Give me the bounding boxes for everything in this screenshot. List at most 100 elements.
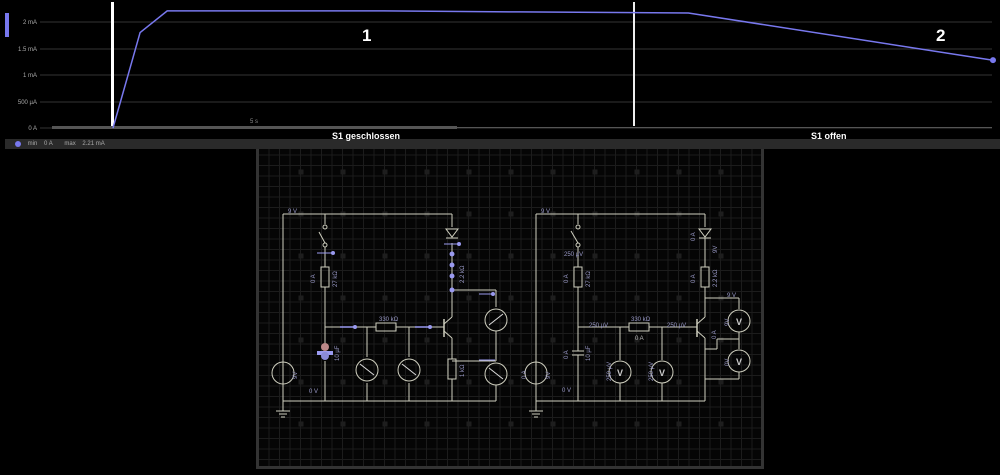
right-vm2-value: 250 µV bbox=[649, 362, 655, 381]
board-anchor-dot bbox=[424, 169, 430, 175]
right-rled-current: 0 A bbox=[691, 274, 697, 283]
battery-right bbox=[524, 361, 548, 385]
board-anchor-dot bbox=[718, 421, 724, 427]
board-anchor-dot bbox=[592, 337, 598, 343]
y-tick-label: 0 A bbox=[28, 126, 37, 132]
board-anchor-dot bbox=[550, 421, 556, 427]
phase-marker-2: 2 bbox=[936, 26, 946, 45]
left-ground-label: 0 V bbox=[309, 389, 318, 395]
board-anchor-dot bbox=[466, 169, 472, 175]
board-anchor-dot bbox=[340, 253, 346, 259]
board-anchor-dot bbox=[340, 169, 346, 175]
board-anchor-dot bbox=[676, 253, 682, 259]
board-anchor-dot bbox=[382, 379, 388, 385]
board-anchor-dot bbox=[634, 295, 640, 301]
circuit-left bbox=[271, 213, 508, 418]
right-r1-value: 27 kΩ bbox=[586, 271, 592, 287]
phase-label-closed: S1 geschlossen bbox=[332, 131, 401, 141]
y-tick-label: 1.5 mA bbox=[18, 47, 37, 53]
right-rbase-value: 330 kΩ bbox=[631, 317, 651, 323]
board-anchor-dot bbox=[382, 169, 388, 175]
board-anchor-dot bbox=[508, 295, 514, 301]
board-anchor-dot bbox=[424, 379, 430, 385]
battery-left bbox=[271, 361, 295, 385]
board-anchor-dot bbox=[340, 421, 346, 427]
board-anchor-dot bbox=[718, 337, 724, 343]
board-anchor-dot bbox=[382, 253, 388, 259]
right-rbase-left-node: 250 µV bbox=[589, 323, 608, 329]
board-anchor-dot bbox=[340, 337, 346, 343]
left-cap-value: 10 µF bbox=[335, 345, 341, 361]
y-tick-label: 1 mA bbox=[23, 73, 37, 79]
circuit-canvas[interactable]: 9 V 0 V 330 kΩ 0 A 27 kΩ 10 µF 2.2 kΩ 1 … bbox=[259, 149, 761, 466]
board-anchor-dot bbox=[592, 379, 598, 385]
board-anchor-dot bbox=[676, 421, 682, 427]
board-anchor-dot bbox=[424, 421, 430, 427]
board-anchor-dot bbox=[634, 169, 640, 175]
board-anchor-dot bbox=[550, 253, 556, 259]
right-cap-current: 0 A bbox=[564, 350, 570, 359]
right-switch-node: 250 µV bbox=[564, 252, 583, 258]
board-anchor-dot bbox=[634, 337, 640, 343]
left-battery-label: 9V bbox=[293, 372, 299, 379]
phase-marker-1: 1 bbox=[362, 26, 372, 45]
board-anchor-dot bbox=[466, 421, 472, 427]
board-anchor-dot bbox=[508, 421, 514, 427]
right-r1-current: 0 A bbox=[564, 274, 570, 283]
board-anchor-dot bbox=[508, 253, 514, 259]
voltmeter-2-glyph: V bbox=[659, 368, 665, 378]
time-scrollbar[interactable] bbox=[52, 126, 457, 129]
board-anchor-dot bbox=[718, 169, 724, 175]
board-anchor-dot bbox=[508, 169, 514, 175]
board-anchor-dot bbox=[592, 253, 598, 259]
circuit-board[interactable]: 9 V 0 V 330 kΩ 0 A 27 kΩ 10 µF 2.2 kΩ 1 … bbox=[256, 149, 764, 469]
board-anchor-dot bbox=[592, 295, 598, 301]
board-anchor-dot bbox=[424, 337, 430, 343]
phase-cursor-switch[interactable] bbox=[633, 2, 635, 126]
right-battery-voltage: 9V bbox=[546, 372, 552, 379]
left-supply-label: 9 V bbox=[288, 209, 297, 215]
ammeter-2-left bbox=[397, 358, 421, 382]
board-anchor-dot bbox=[382, 421, 388, 427]
right-led-node: 9V bbox=[713, 246, 719, 253]
board-anchor-dot bbox=[298, 337, 304, 343]
board-anchor-dot bbox=[550, 169, 556, 175]
board-anchor-dot bbox=[298, 379, 304, 385]
trace-end-point bbox=[990, 57, 996, 64]
board-anchor-dot bbox=[298, 295, 304, 301]
legend-max-label: max bbox=[64, 141, 76, 147]
resistor-330k-right bbox=[628, 322, 650, 332]
left-rled-value: 2.2 kΩ bbox=[460, 265, 466, 283]
right-vm1-value: 250 µV bbox=[607, 362, 613, 381]
right-transistor-current: 0 A bbox=[712, 330, 718, 339]
board-anchor-dot bbox=[634, 379, 640, 385]
resistor-330k-left bbox=[375, 322, 397, 332]
board-anchor-dot bbox=[466, 379, 472, 385]
board-anchor-dot bbox=[550, 295, 556, 301]
board-anchor-dot bbox=[550, 337, 556, 343]
switch-s1-right[interactable] bbox=[570, 230, 579, 244]
board-anchor-dot bbox=[424, 253, 430, 259]
board-anchor-dot bbox=[676, 169, 682, 175]
right-ground-label: 0 V bbox=[562, 388, 571, 394]
board-anchor-dot bbox=[508, 337, 514, 343]
led-right bbox=[698, 228, 712, 238]
left-remitter-value: 1 kΩ bbox=[460, 364, 466, 377]
board-anchor-dot bbox=[718, 211, 724, 217]
right-vm-ce-value: 9V bbox=[725, 319, 731, 326]
current-trace bbox=[112, 10, 994, 129]
switch-s1-left[interactable] bbox=[318, 231, 326, 244]
board-anchor-dot bbox=[634, 421, 640, 427]
ammeter-1-left bbox=[355, 358, 379, 382]
right-supply-label: 9 V bbox=[541, 209, 550, 215]
legend-min-value: 0 A bbox=[44, 141, 53, 147]
right-led-current: 0 A bbox=[691, 232, 697, 241]
board-anchor-dot bbox=[298, 421, 304, 427]
phase-label-open: S1 offen bbox=[811, 131, 847, 141]
phase-cursor-start[interactable] bbox=[111, 2, 114, 126]
board-anchor-dot bbox=[508, 379, 514, 385]
scope-scroll-handle[interactable] bbox=[5, 13, 9, 37]
board-anchor-dot bbox=[676, 379, 682, 385]
